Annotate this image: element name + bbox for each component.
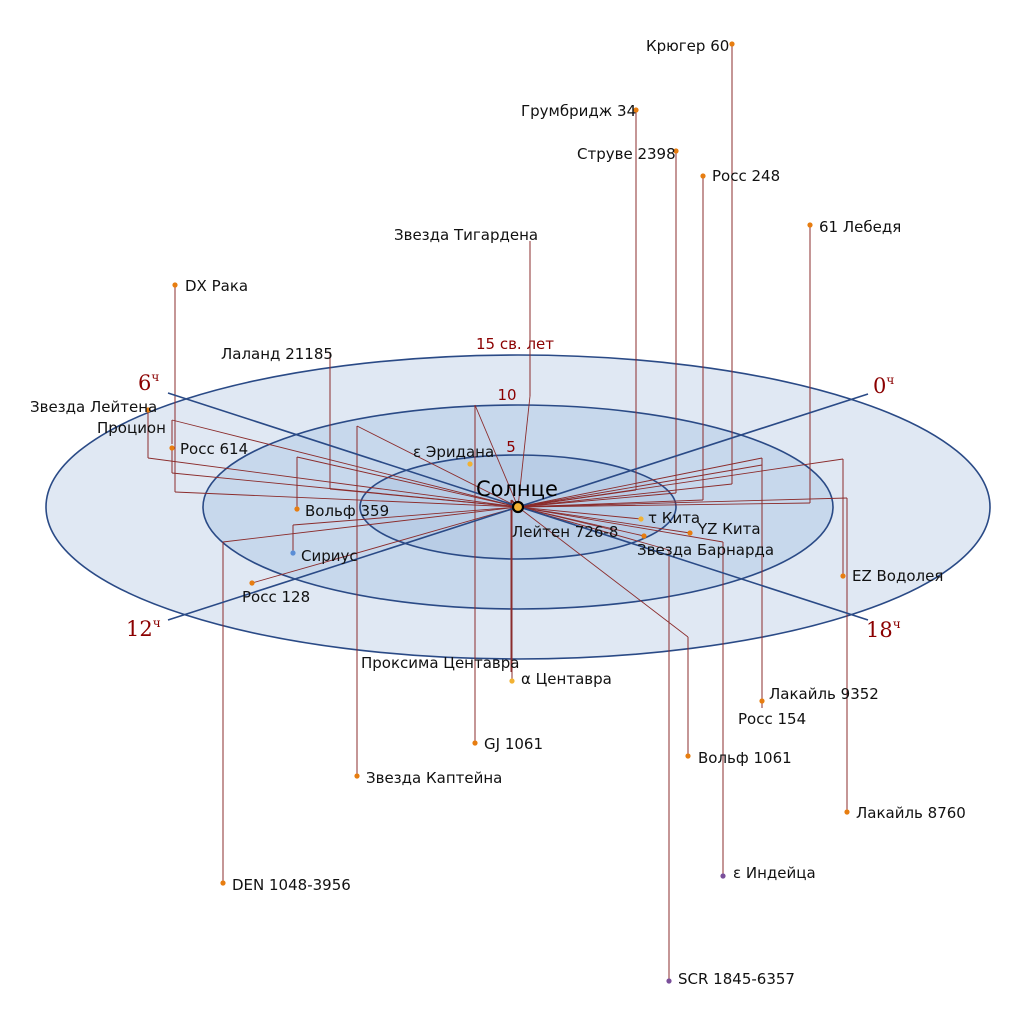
star-label-росс-614: Росс 614 bbox=[180, 440, 248, 458]
star-label-dx-рака: DX Рака bbox=[185, 277, 248, 295]
ray-звезда-каптейна bbox=[356, 425, 519, 508]
star-dot-росс-248 bbox=[700, 173, 706, 179]
star-label-кита: τ Кита bbox=[648, 509, 700, 527]
star-label-грумбридж-34: Грумбридж 34 bbox=[521, 102, 636, 120]
star-label-звезда-барнарда: Звезда Барнарда bbox=[637, 541, 774, 559]
star-dot-звезда-лейтена bbox=[145, 407, 151, 413]
star-dot-росс-128 bbox=[249, 580, 255, 586]
ray-индейца bbox=[517, 506, 724, 543]
star-label-вольф-359: Вольф 359 bbox=[305, 502, 389, 520]
ray-ez-водолея bbox=[517, 458, 844, 508]
ray-вольф-1061 bbox=[517, 506, 689, 638]
star-label-ez-водолея: EZ Водолея bbox=[852, 567, 943, 585]
star-label-gj-1061: GJ 1061 bbox=[484, 735, 543, 753]
ray-процион bbox=[171, 419, 519, 508]
star-label-индейца: ε Индейца bbox=[733, 864, 816, 882]
star-dot-вольф-359 bbox=[294, 506, 300, 512]
star-label-scr-1845-6357: SCR 1845-6357 bbox=[678, 970, 795, 988]
star-dot-лакайль-9352 bbox=[759, 698, 765, 704]
star-dot-den-1048-3956 bbox=[220, 880, 226, 886]
star-label-крюгер-60: Крюгер 60 bbox=[646, 37, 729, 55]
ray-лакайль-8760 bbox=[517, 497, 848, 508]
star-dot-росс-614 bbox=[169, 445, 175, 451]
star-dot-dx-рака bbox=[172, 282, 178, 288]
ray-den-1048-3956 bbox=[222, 506, 519, 543]
star-label-проксима-центавра: Проксима Центавра bbox=[361, 654, 519, 672]
ray-звезда-лейтена bbox=[147, 457, 519, 508]
star-label-росс-248: Росс 248 bbox=[712, 167, 780, 185]
star-label-61-лебедя: 61 Лебедя bbox=[819, 218, 901, 236]
hour-label: 0ч bbox=[873, 373, 894, 398]
star-connectors bbox=[147, 44, 848, 981]
star-dot-61-лебедя bbox=[807, 222, 813, 228]
star-dot-вольф-1061 bbox=[685, 753, 691, 759]
star-dot-gj-1061 bbox=[472, 740, 478, 746]
ray-струве-2398 bbox=[517, 492, 677, 508]
ray-сириус bbox=[292, 506, 519, 526]
star-label-сириус: Сириус bbox=[301, 547, 358, 565]
ring-label: 5 bbox=[506, 438, 516, 456]
ray-gj-1061 bbox=[474, 404, 519, 508]
star-dot-кита bbox=[638, 516, 644, 522]
ring-label: 15 св. лет bbox=[476, 335, 554, 353]
ray-yz-кита bbox=[517, 506, 691, 534]
ray-вольф-359 bbox=[296, 456, 519, 508]
ray-росс-128 bbox=[251, 506, 519, 584]
sun-dot bbox=[511, 500, 525, 514]
star-label-эридана: ε Эридана bbox=[413, 443, 494, 461]
sun-label: Солнце bbox=[476, 477, 558, 501]
star-label-звезда-лейтена: Звезда Лейтена bbox=[30, 398, 157, 416]
ray-dx-рака bbox=[174, 491, 519, 508]
star-label-yz-кита: YZ Кита bbox=[697, 520, 761, 538]
ray-росс-614 bbox=[171, 472, 519, 508]
hour-label: 6ч bbox=[138, 370, 159, 395]
star-label-лаланд-21185: Лаланд 21185 bbox=[221, 345, 333, 363]
star-dot-струве-2398 bbox=[673, 148, 679, 154]
star-label-процион: Процион bbox=[97, 419, 166, 437]
star-label-den-1048-3956: DEN 1048-3956 bbox=[232, 876, 351, 894]
ray-крюгер-60 bbox=[517, 483, 733, 508]
ray-звезда-барнарда bbox=[517, 506, 645, 537]
star-dot-звезда-барнарда bbox=[641, 533, 647, 539]
ray-лакайль-9352 bbox=[517, 457, 763, 508]
star-label-струве-2398: Струве 2398 bbox=[577, 145, 676, 163]
ray-росс-154 bbox=[517, 464, 763, 508]
hour-label: 12ч bbox=[126, 616, 161, 641]
ring-label: 10 bbox=[497, 386, 516, 404]
star-label-центавра: α Центавра bbox=[521, 670, 612, 688]
star-dot-ez-водолея bbox=[840, 573, 846, 579]
star-dot-звезда-каптейна bbox=[354, 773, 360, 779]
star-dot-центавра bbox=[509, 678, 515, 684]
hour-label: 18ч bbox=[866, 617, 901, 642]
star-label-вольф-1061: Вольф 1061 bbox=[698, 749, 792, 767]
star-dot-лакайль-8760 bbox=[844, 809, 850, 815]
star-label-звезда-каптейна: Звезда Каптейна bbox=[366, 769, 502, 787]
star-dot-индейца bbox=[720, 873, 726, 879]
star-dot-yz-кита bbox=[687, 530, 693, 536]
ray-61-лебедя bbox=[517, 502, 811, 508]
star-label-росс-154: Росс 154 bbox=[738, 710, 806, 728]
star-dots bbox=[145, 41, 850, 984]
star-label-звезда-тигардена: Звезда Тигардена bbox=[394, 226, 538, 244]
sun-marker: Солнце bbox=[476, 477, 558, 514]
star-label-лейтен-726-8: Лейтен 726-8 bbox=[512, 523, 618, 541]
ray-кита bbox=[517, 506, 642, 520]
ray-звезда-тигардена bbox=[517, 395, 531, 508]
star-dot-scr-1845-6357 bbox=[666, 978, 672, 984]
star-dot-грумбридж-34 bbox=[633, 107, 639, 113]
star-label-лакайль-8760: Лакайль 8760 bbox=[856, 804, 966, 822]
star-dot-крюгер-60 bbox=[729, 41, 735, 47]
star-dot-сириус bbox=[290, 550, 296, 556]
star-dot-эридана bbox=[467, 461, 473, 467]
star-label-росс-128: Росс 128 bbox=[242, 588, 310, 606]
star-label-лакайль-9352: Лакайль 9352 bbox=[769, 685, 879, 703]
